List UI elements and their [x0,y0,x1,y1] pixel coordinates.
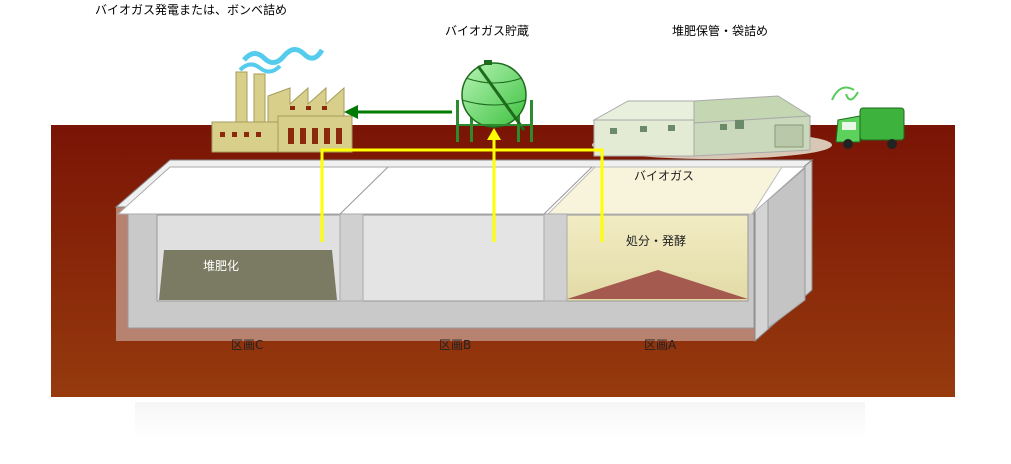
label-compost-storage: 堆肥保管・袋詰め [672,24,769,38]
label-biogas-power: バイオガス発電または、ボンベ詰め [95,3,288,17]
label-biogas: バイオガス [634,169,695,183]
factory-icon [211,47,353,153]
section-a-cell [566,214,749,302]
garbage-truck-icon [831,86,905,149]
divider-wall [543,213,568,302]
gas-storage-tank-icon [456,60,533,142]
gas-flow-arrow [344,105,452,119]
label-section-a: 区画A [644,338,677,352]
section-c-cell [156,214,341,302]
label-section-b: 区画B [439,338,472,352]
label-composting: 堆肥化 [203,259,240,273]
divider-wall [339,213,364,302]
label-section-c: 区画C [231,338,264,352]
biogas-pipes [320,128,604,242]
label-biogas-storage: バイオガス貯蔵 [445,24,530,38]
label-disposal-fermentation: 処分・発酵 [626,234,687,248]
warehouse-icon [592,95,812,157]
ground-fade [135,402,865,440]
section-b-cell [362,214,545,302]
